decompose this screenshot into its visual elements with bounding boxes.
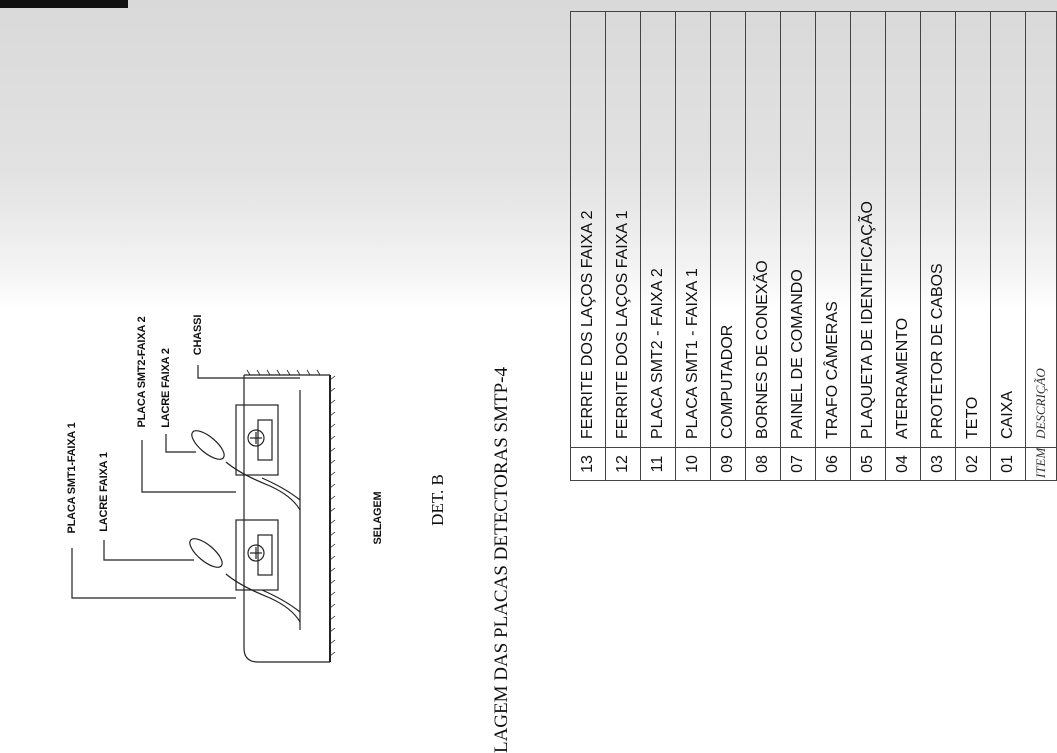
label-chassi: CHASSI <box>192 314 204 356</box>
header-descricao: DESCRIÇÃO <box>1025 11 1057 448</box>
sealing-detail-drawing <box>71 365 336 663</box>
item-description: BORNES DE CONEXÃO <box>745 11 781 448</box>
page-title: LAGEM DAS PLACAS DETECTORAS SMTP-4 <box>491 366 512 753</box>
label-selagem: SELAGEM <box>372 491 384 545</box>
leader-placa2 <box>141 440 236 493</box>
screw-icon-1 <box>247 544 265 562</box>
item-number: 06 <box>815 447 851 481</box>
table-header-row: ITEM DESCRIÇÃO <box>1025 11 1057 481</box>
label-placa-smt2: PLACA SMT2-FAIXA 2 <box>136 316 148 428</box>
item-number: 12 <box>605 447 641 481</box>
item-number: 02 <box>955 447 991 481</box>
screw-icon-2 <box>247 429 265 447</box>
label-lacre-faixa2: LACRE FAIXA 2 <box>160 348 172 428</box>
item-description: COMPUTADOR <box>710 11 746 448</box>
lead-seal-2 <box>191 430 225 460</box>
item-description: PROTETOR DE CABOS <box>920 11 956 448</box>
header-item: ITEM <box>1025 447 1057 481</box>
item-number: 08 <box>745 447 781 481</box>
item-description: FERRITE DOS LAÇOS FAIXA 1 <box>605 11 641 448</box>
scan-background-shade <box>0 0 1057 310</box>
leader-lacre2 <box>165 434 196 453</box>
label-lacre-faixa1: LACRE FAIXA 1 <box>98 452 110 532</box>
leader-placa1 <box>71 548 236 599</box>
item-description: TRAFO CÂMERAS <box>815 11 851 448</box>
board-slot-1 <box>235 519 279 591</box>
board-slot-2 <box>235 404 279 476</box>
wall-hatching <box>329 375 336 657</box>
item-description: PLACA SMT2 - FAIXA 2 <box>640 11 676 448</box>
item-number: 07 <box>780 447 816 481</box>
lead-seal-1 <box>189 538 223 568</box>
item-number: 05 <box>850 447 886 481</box>
item-number: 11 <box>640 447 676 481</box>
item-number: 10 <box>675 447 711 481</box>
chassis-frame <box>243 375 330 663</box>
item-number: 13 <box>570 447 606 481</box>
item-number: 09 <box>710 447 746 481</box>
item-description: CAIXA <box>990 11 1026 448</box>
top-hatching <box>246 369 321 376</box>
label-placa-smt1: PLACA SMT1-FAIXA 1 <box>66 422 78 534</box>
item-number: 04 <box>885 447 921 481</box>
item-description: ATERRAMENTO <box>885 11 921 448</box>
item-description: PAINEL DE COMANDO <box>780 11 816 448</box>
item-number: 01 <box>990 447 1026 481</box>
item-description: FERRITE DOS LAÇOS FAIXA 2 <box>570 11 606 448</box>
item-description: PLACA SMT1 - FAIXA 1 <box>675 11 711 448</box>
detail-caption: DET. B <box>428 474 447 526</box>
scan-edge-mark <box>0 0 128 8</box>
item-description: PLAQUETA DE IDENTIFICAÇÃO <box>850 11 886 448</box>
leader-lacre1 <box>103 540 194 561</box>
item-description: TETO <box>955 11 991 448</box>
item-number: 03 <box>920 447 956 481</box>
seal-wire-1 <box>225 573 301 623</box>
seal-wire-2 <box>225 461 301 511</box>
leader-chassi <box>197 365 300 379</box>
